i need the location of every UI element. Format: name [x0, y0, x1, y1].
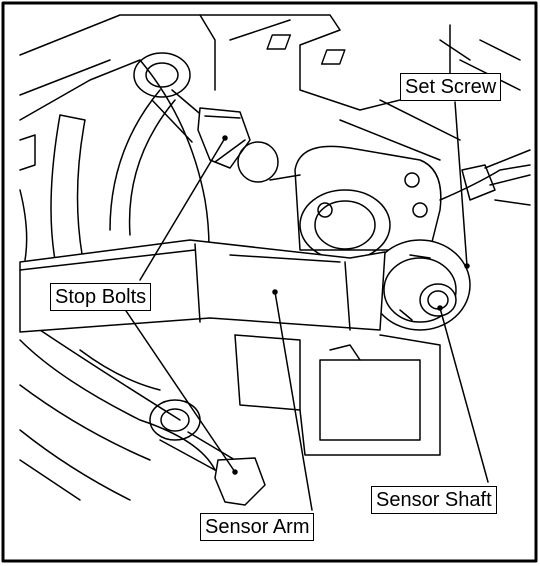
sensor-housing — [237, 141, 531, 261]
lower-stop-bolt — [149, 399, 266, 506]
sensor-disc — [369, 239, 471, 331]
stop-bolt-leader-lower — [119, 301, 236, 473]
label-set-screw: Set Screw — [400, 73, 502, 101]
leader-lines — [119, 101, 489, 511]
leader-arrows — [222, 135, 470, 475]
lower-bracket — [19, 329, 216, 501]
stop-bolt-leader-upper — [139, 137, 226, 281]
mount-block — [234, 334, 441, 456]
label-sensor-shaft: Sensor Shaft — [371, 486, 497, 514]
set-screw-leader — [454, 101, 468, 267]
label-stop-bolts: Stop Bolts — [50, 283, 152, 311]
label-sensor-arm: Sensor Arm — [200, 513, 315, 541]
sensor-arm-leader — [274, 291, 313, 511]
sensor-shaft-leader — [439, 307, 489, 483]
